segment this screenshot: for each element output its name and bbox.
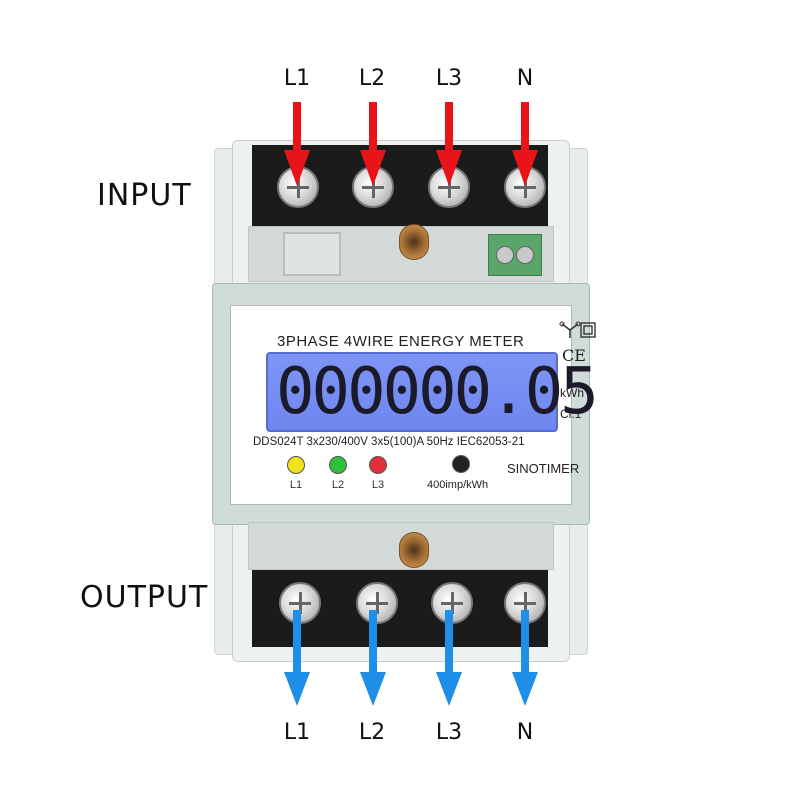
- output-arrow-n: [512, 610, 538, 706]
- input-arrow-n: [512, 102, 538, 186]
- top-terminal-label-n: N: [516, 66, 534, 91]
- input-arrow-l1: [284, 102, 310, 186]
- upper-seal-screw[interactable]: [399, 224, 429, 260]
- bottom-terminal-label-l3: L3: [435, 720, 463, 745]
- accuracy-class: Cl.1: [560, 407, 582, 421]
- top-terminal-label-l3: L3: [435, 66, 463, 91]
- spec-line: DDS024T 3x230/400V 3x5(100)A 50Hz IEC620…: [253, 436, 525, 448]
- bottom-terminal-label-n: N: [516, 720, 534, 745]
- bottom-terminal-label-l1: L1: [283, 720, 311, 745]
- pulse-led: [452, 455, 470, 473]
- led-l2: [329, 456, 347, 474]
- unit-label: kWh: [560, 386, 584, 400]
- meter-title: 3PHASE 4WIRE ENERGY METER: [277, 333, 525, 350]
- led-label-l1: L1: [289, 479, 303, 491]
- output-arrow-l3: [436, 610, 462, 706]
- brand-name: SINOTIMER: [507, 461, 580, 476]
- kwh-reading: 000000.05: [276, 355, 599, 429]
- led-l3: [369, 456, 387, 474]
- three-phase-symbol-icon: [559, 321, 581, 338]
- top-terminal-label-l1: L1: [283, 66, 311, 91]
- input-label: INPUT: [97, 178, 192, 213]
- lcd-display: 000000.05: [266, 352, 599, 432]
- ce-mark-icon: CE: [562, 346, 586, 365]
- bottom-terminal-label-l2: L2: [358, 720, 386, 745]
- led-l1: [287, 456, 305, 474]
- output-arrow-l2: [360, 610, 386, 706]
- input-arrow-l2: [360, 102, 386, 186]
- seal-slot: [283, 232, 341, 276]
- top-terminal-label-l2: L2: [358, 66, 386, 91]
- impulse-rate: 400imp/kWh: [427, 479, 489, 491]
- double-insulation-icon: [580, 322, 596, 338]
- output-label: OUTPUT: [80, 580, 209, 615]
- output-arrow-l1: [284, 610, 310, 706]
- led-label-l2: L2: [331, 479, 345, 491]
- pulse-output-terminal[interactable]: [488, 234, 542, 276]
- input-arrow-l3: [436, 102, 462, 186]
- lower-seal-screw[interactable]: [399, 532, 429, 568]
- led-label-l3: L3: [371, 479, 385, 491]
- input-screw-n[interactable]: [504, 166, 546, 208]
